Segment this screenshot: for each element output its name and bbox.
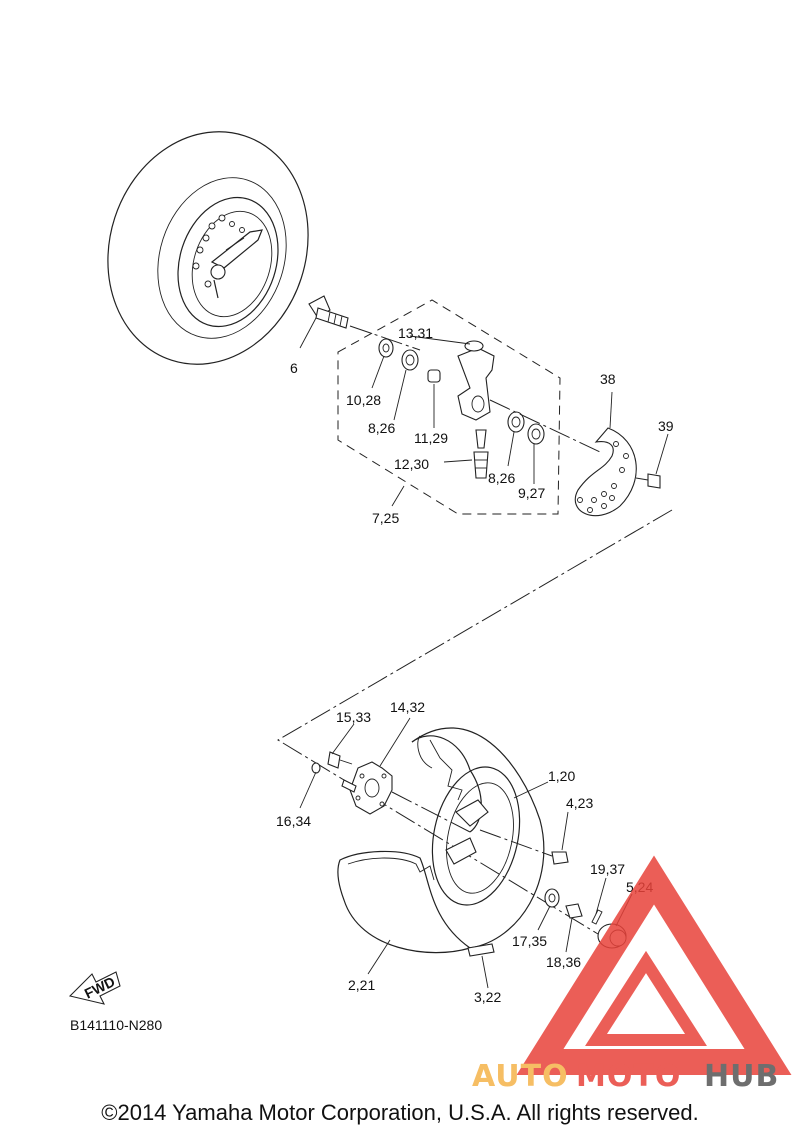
callout-10-28: 10,28 [346, 392, 381, 408]
callout-6: 6 [290, 360, 298, 376]
callout-14-32: 14,32 [390, 699, 425, 715]
callout-38: 38 [600, 371, 616, 387]
callout-labels: 6 13,31 38 39 10,28 8,26 11,29 12,30 8,2… [276, 325, 674, 1005]
callout-15-33: 15,33 [336, 709, 371, 725]
callout-8-26-lower: 8,26 [488, 470, 515, 486]
logo-word-hub: HUB [704, 1059, 779, 1094]
callout-7-25: 7,25 [372, 510, 399, 526]
callout-18-36: 18,36 [546, 954, 581, 970]
callout-12-30: 12,30 [394, 456, 429, 472]
callout-39: 39 [658, 418, 674, 434]
logo-word-auto: AUTO [472, 1059, 569, 1094]
copyright-notice: ©2014 Yamaha Motor Corporation, U.S.A. A… [101, 1100, 699, 1125]
figure-code: B141110-N280 [70, 1017, 162, 1033]
callout-3-22: 3,22 [474, 989, 501, 1005]
callout-11-29: 11,29 [414, 430, 448, 446]
callout-1-20: 1,20 [548, 768, 575, 784]
callout-16-34: 16,34 [276, 813, 311, 829]
callout-4-23: 4,23 [566, 795, 593, 811]
logo-word-moto: MOTO [576, 1059, 681, 1094]
assembled-wheel-illustration [107, 131, 309, 365]
knuckle-assembly-parts [378, 338, 601, 479]
callout-17-35: 17,35 [512, 933, 547, 949]
automotohub-logo: AUTO MOTO HUB [472, 855, 792, 1094]
logo-triangle-icon [516, 855, 792, 1075]
disc-bolt-part [635, 473, 661, 489]
exploded-wheel-illustration [337, 727, 545, 954]
callout-2-21: 2,21 [348, 977, 375, 993]
assembly-centerline [277, 509, 673, 935]
stub-axle-part [299, 295, 421, 351]
callout-19-37: 19,37 [590, 861, 625, 877]
callout-13-31: 13,31 [398, 325, 433, 341]
forward-direction-arrow: FWD [68, 971, 121, 1005]
brake-disc-part [574, 427, 637, 517]
callout-8-26-upper: 8,26 [368, 420, 395, 436]
callout-9-27: 9,27 [518, 485, 545, 501]
knuckle-assembly-boundary [337, 299, 561, 515]
